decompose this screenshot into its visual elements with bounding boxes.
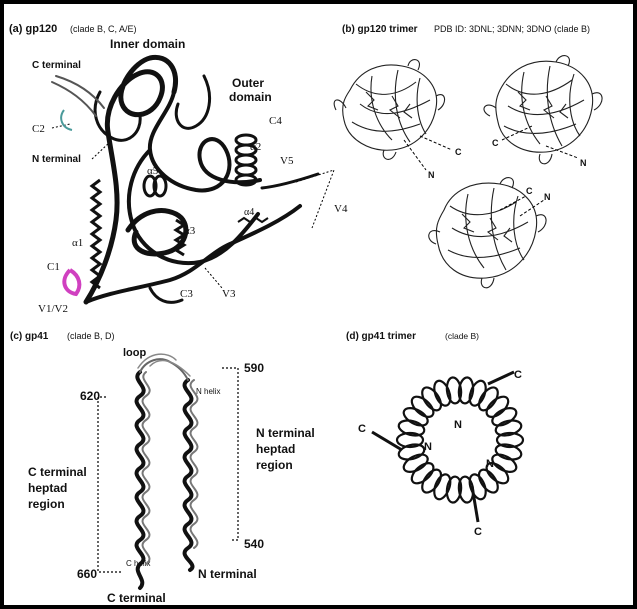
- trimer-3-c-label: C: [526, 186, 533, 196]
- trimer-1-c-leader: [420, 136, 452, 150]
- gp120-ribbon: [52, 57, 318, 302]
- trimer-2-c-label: C: [492, 138, 499, 148]
- trimer-d-c-stub-bottom: [472, 486, 478, 522]
- outer-domain-label-2: domain: [229, 90, 272, 104]
- c-region-label-1: C terminal: [28, 465, 87, 479]
- trimer-d-n-label-1: N: [454, 419, 462, 431]
- trimer-1-n-leader: [404, 140, 426, 170]
- gp41-coiled-coil: [137, 354, 198, 588]
- alpha4-label: α4: [244, 207, 254, 218]
- c-region-label-2: heptad: [28, 481, 67, 495]
- gp120-trimer-unit-2: [484, 56, 602, 164]
- n-terminal-label-a: N terminal: [32, 154, 81, 165]
- v4-label: V4: [334, 203, 348, 215]
- panel-d-subtitle: (clade B): [445, 331, 479, 341]
- alpha1-helix: [92, 180, 100, 288]
- trimer-d-n-label-2: N: [424, 441, 432, 453]
- v1v2-label: V1/V2: [38, 303, 68, 315]
- loop-label: loop: [123, 347, 146, 359]
- panel-c-title: (c) gp41: [10, 331, 49, 342]
- trimer-3-n-leader: [520, 200, 544, 216]
- ring-coil-turn: [467, 379, 489, 408]
- n-region-label-3: region: [256, 458, 293, 472]
- v3-leader: [205, 268, 222, 288]
- trimer-2-n-label: N: [580, 158, 587, 168]
- trimer-3-c-leader: [500, 196, 526, 210]
- v1v2-loop-accent: [64, 270, 79, 294]
- c3-label: C3: [180, 288, 193, 300]
- c2-label: C2: [32, 123, 45, 135]
- ring-coil-turn: [490, 405, 520, 429]
- ring-coil-turn: [431, 379, 453, 408]
- trimer-d-c-stub-top: [488, 372, 514, 384]
- trimer-d-n-label-3: N: [486, 458, 494, 470]
- c-region-bracket: [98, 397, 122, 572]
- ring-coil-turn: [401, 451, 431, 475]
- panel-d: (d) gp41 trimer (clade B) C C C N N N: [346, 331, 523, 538]
- panel-d-title: (d) gp41 trimer: [346, 331, 416, 342]
- panel-a-title: (a) gp120: [9, 23, 57, 35]
- trimer-d-c-label-left: C: [358, 423, 366, 435]
- c1-label: C1: [47, 261, 60, 273]
- trimer-1-c-label: C: [455, 147, 462, 157]
- panel-b-subtitle: PDB ID: 3DNL; 3DNN; 3DNO (clade B): [434, 24, 590, 34]
- trimer-3-n-label: N: [544, 192, 551, 202]
- c4-label: C4: [269, 115, 282, 127]
- c-region-label-3: region: [28, 497, 65, 511]
- alpha3-helix: [176, 220, 184, 255]
- n-region-bracket: [222, 368, 238, 540]
- trimer-1-n-label: N: [428, 170, 435, 180]
- residue-540: 540: [244, 537, 264, 551]
- panel-c: (c) gp41 (clade B, D) loop N helix C hel…: [10, 331, 315, 605]
- residue-660: 660: [77, 567, 97, 581]
- panel-b-title: (b) gp120 trimer: [342, 24, 418, 35]
- alpha2-helix: [236, 135, 256, 185]
- trimer-d-c-label-bottom: C: [474, 526, 482, 538]
- alpha5-helix: [144, 176, 166, 196]
- panel-a: (a) gp120 (clade B, C, A/E) Inner domain…: [9, 23, 348, 315]
- gp120-trimer-unit-1: [334, 60, 444, 160]
- panel-c-subtitle: (clade B, D): [67, 331, 115, 341]
- n-region-label-1: N terminal: [256, 426, 315, 440]
- n-helix-label: N helix: [196, 387, 220, 396]
- c2-accent: [61, 110, 72, 130]
- ring-coil-turn: [467, 472, 489, 501]
- c-terminal-label-a: C terminal: [32, 60, 81, 71]
- alpha1-label: α1: [72, 237, 83, 249]
- inner-domain-label: Inner domain: [110, 37, 185, 51]
- trimer-d-c-label-top: C: [514, 369, 522, 381]
- gp41-trimer-ring: [397, 377, 523, 504]
- n-region-label-2: heptad: [256, 442, 295, 456]
- panel-b: (b) gp120 trimer PDB ID: 3DNL; 3DNN; 3DN…: [334, 24, 602, 288]
- ring-coil-turn: [431, 472, 453, 501]
- residue-590: 590: [244, 361, 264, 375]
- v3-label: V3: [222, 288, 236, 300]
- n-terminal-label-c: N terminal: [198, 567, 257, 581]
- outer-domain-label-1: Outer: [232, 76, 264, 90]
- panel-a-subtitle: (clade B, C, A/E): [70, 24, 137, 34]
- c-terminal-label-c: C terminal: [107, 591, 166, 605]
- n-terminal-leader: [92, 142, 110, 159]
- residue-620: 620: [80, 389, 100, 403]
- v5-label: V5: [280, 155, 294, 167]
